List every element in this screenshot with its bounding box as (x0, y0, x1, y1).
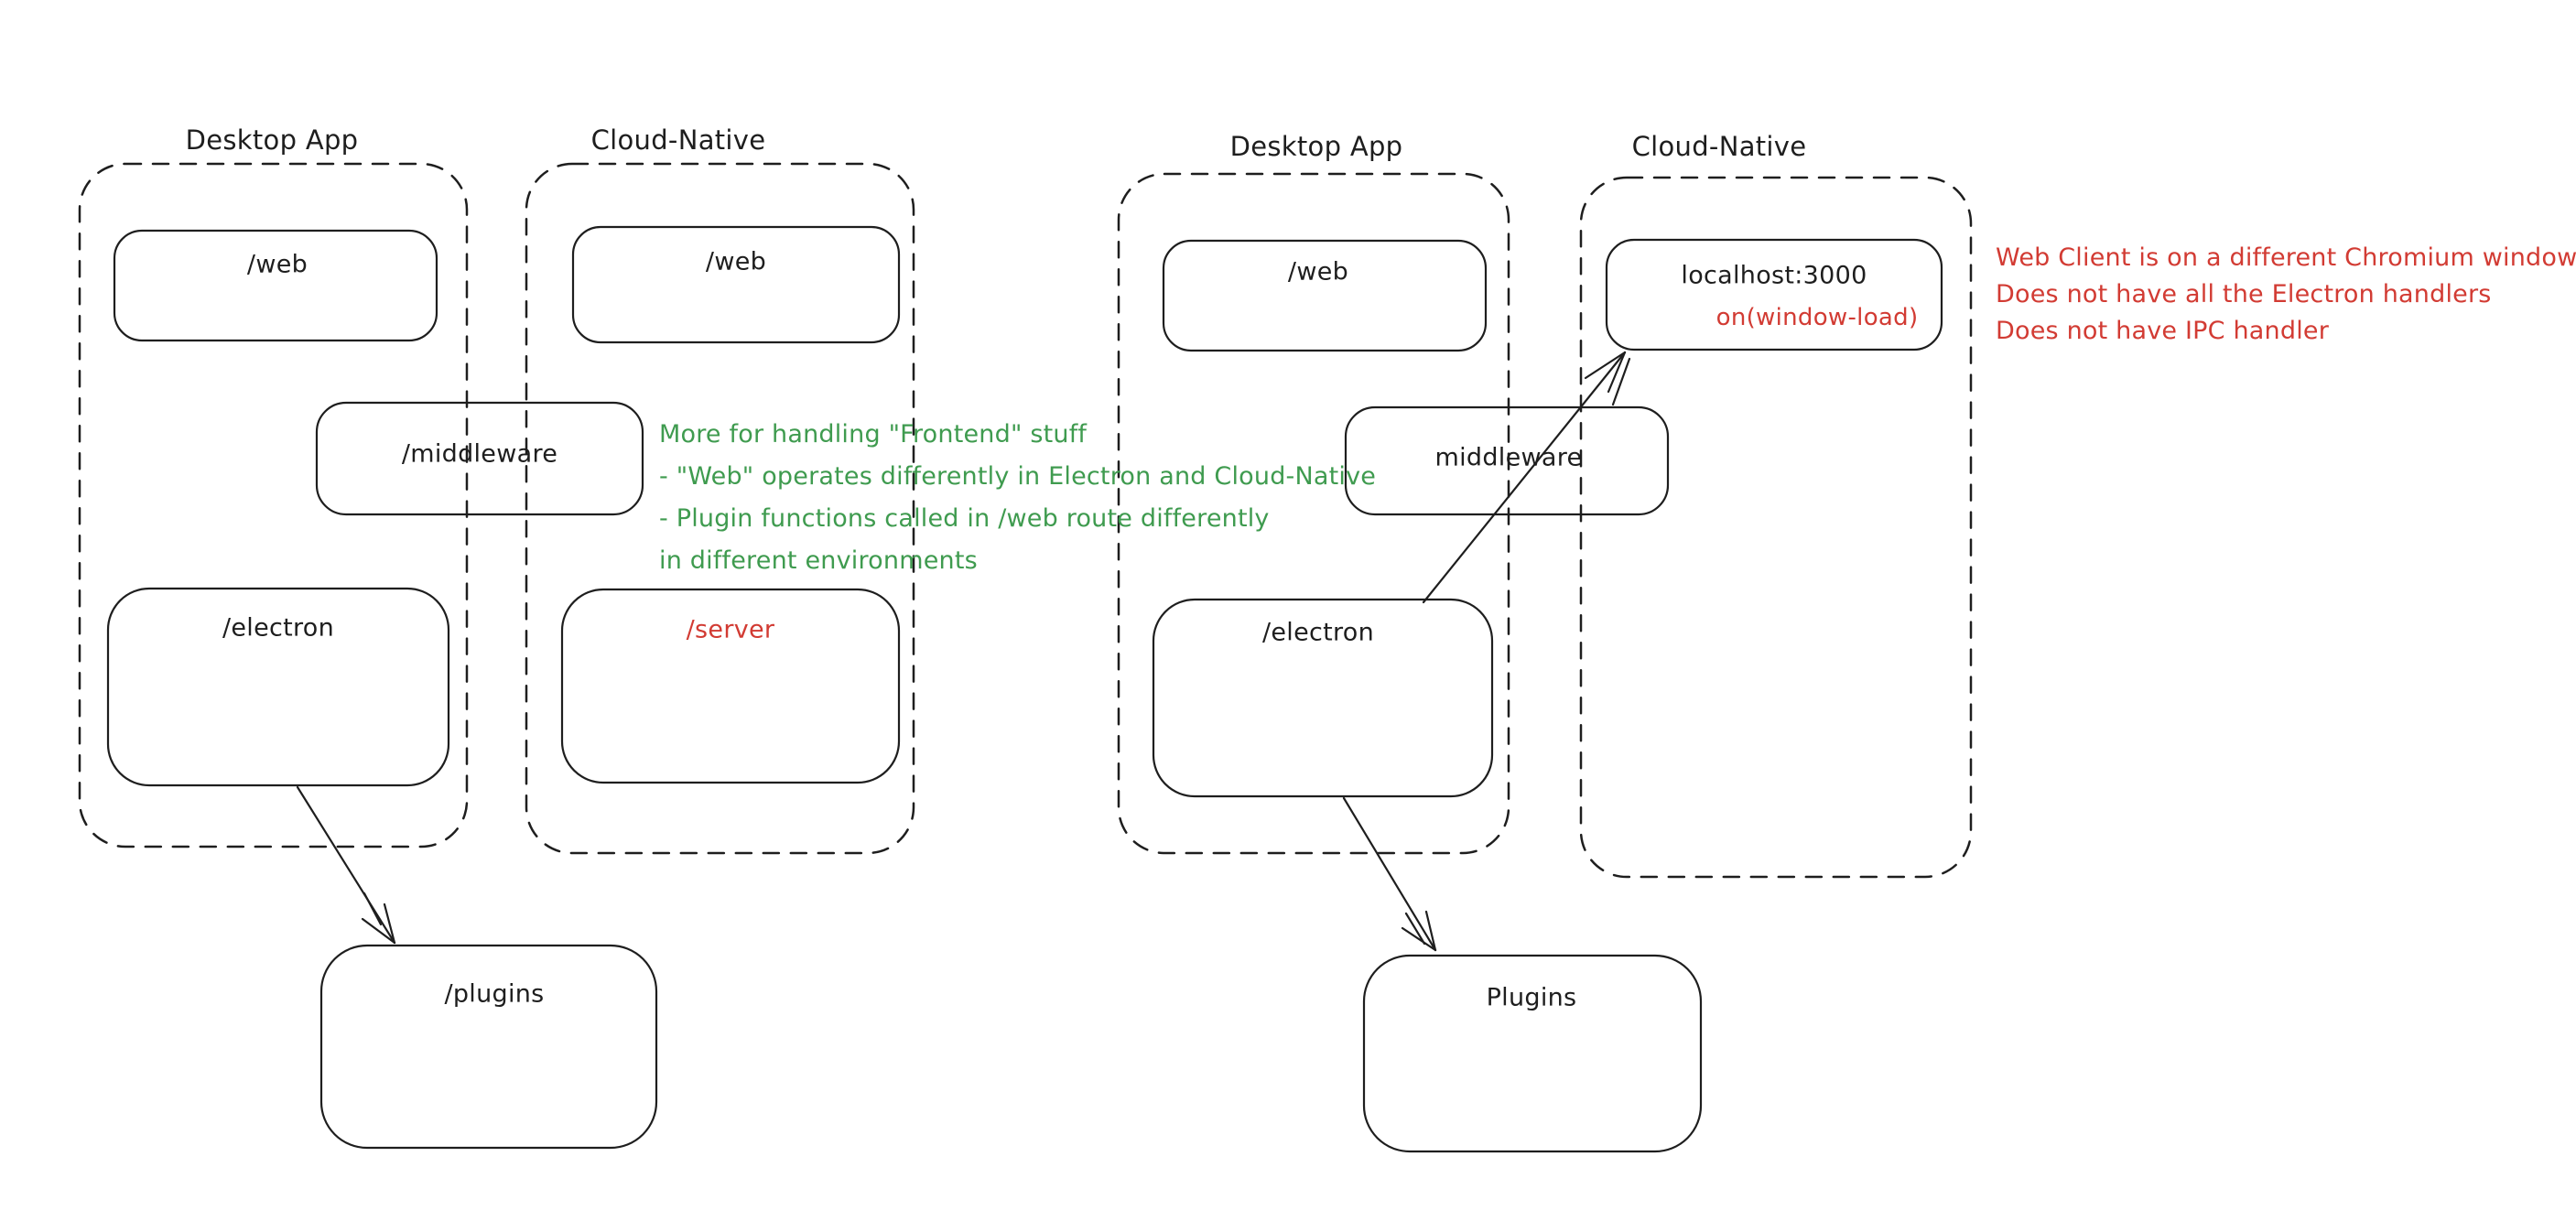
left-web-desktop-box (113, 229, 438, 342)
left-plugins-label: /plugins (444, 979, 545, 1009)
right-window-load-label: on(window-load) (1716, 304, 1919, 331)
right-localhost-box (1605, 238, 1943, 351)
right-web-box (1162, 239, 1488, 352)
left-server-box (560, 588, 901, 784)
left-server-label: /server (686, 615, 775, 644)
left-electron-label: /electron (222, 613, 335, 643)
left-desktop-app-container (78, 162, 469, 848)
right-middleware-label: middleware (1434, 443, 1583, 472)
right-plugins-box (1362, 954, 1703, 1153)
green-note-line-4: in different environments (659, 546, 978, 575)
green-note-line-2: - "Web" operates differently in Electron… (659, 462, 1377, 491)
red-note-line-2: Does not have all the Electron handlers (1996, 280, 2492, 308)
green-note-line-3: - Plugin functions called in /web route … (659, 504, 1270, 533)
left-plugins-box (319, 944, 658, 1150)
left-middleware-box (315, 401, 644, 516)
right-plugins-label: Plugins (1486, 983, 1577, 1012)
arrow-right-electron-to-plugins (1342, 796, 1437, 952)
left-web-desktop-label: /web (246, 250, 308, 279)
red-note-line-3: Does not have IPC handler (1996, 317, 2330, 345)
right-web-label: /web (1287, 257, 1349, 286)
red-note-line-1: Web Client is on a different Chromium wi… (1996, 243, 2576, 272)
right-electron-box (1152, 598, 1494, 798)
left-middleware-label: /middleware (401, 439, 558, 469)
left-web-cloud-label: /web (705, 247, 767, 276)
left-cloud-native-container (525, 162, 915, 855)
left-desktop-app-title: Desktop App (185, 124, 359, 156)
left-web-cloud-box (571, 225, 901, 344)
green-note: More for handling "Frontend" stuff - "We… (659, 414, 1376, 582)
right-localhost-label: localhost:3000 (1681, 261, 1867, 290)
right-cloud-native-container (1579, 176, 1973, 879)
right-electron-label: /electron (1261, 618, 1375, 647)
left-electron-box (106, 587, 450, 787)
left-cloud-native-title: Cloud-Native (590, 124, 766, 156)
right-cloud-native-title: Cloud-Native (1631, 131, 1807, 162)
arrow-right-electron-to-localhost (1422, 351, 1631, 604)
red-note: Web Client is on a different Chromium wi… (1996, 240, 2576, 350)
right-desktop-app-title: Desktop App (1229, 131, 1403, 162)
arrow-left-electron-to-plugins (296, 785, 396, 945)
right-middleware-box (1344, 405, 1670, 516)
green-note-line-1: More for handling "Frontend" stuff (659, 420, 1088, 448)
